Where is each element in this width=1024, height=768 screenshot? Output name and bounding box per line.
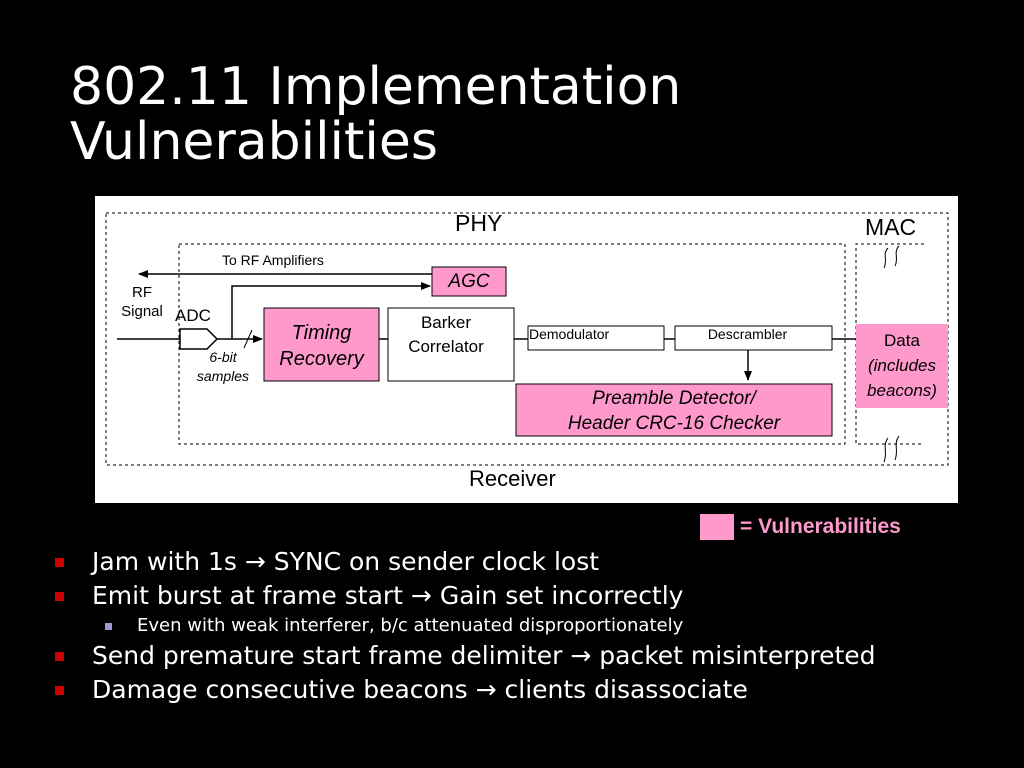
- bullet-marker: [55, 558, 64, 567]
- agc-block: [431, 266, 507, 297]
- agc-label: AGC: [448, 271, 490, 292]
- descrambler-label: Descrambler: [707, 326, 788, 342]
- bullet-item: Damage consecutive beacons → clients dis…: [55, 673, 1015, 707]
- data-label: Data (includes beacons): [867, 331, 937, 400]
- barker-correlator-label: Barker Correlator: [408, 313, 484, 356]
- bullet-item: Jam with 1s → SYNC on sender clock lost: [55, 545, 1015, 579]
- barker-correlator-block: [387, 307, 515, 382]
- agc-tap-line: [231, 282, 431, 339]
- legend-swatch: [700, 514, 734, 540]
- phy-label: PHY: [455, 210, 503, 236]
- to-rf-amplifiers-label: To RF Amplifiers: [222, 252, 324, 268]
- phy-boundary: [178, 243, 846, 445]
- bullet-marker: [55, 592, 64, 601]
- bullet-marker: [55, 652, 64, 661]
- data-block: [856, 324, 948, 408]
- demodulator-block: [527, 325, 665, 351]
- adc-label: ADC: [175, 306, 211, 325]
- sixbit-samples-label: 6-bit samples: [196, 349, 250, 384]
- page-title: 802.11 Implementation Vulnerabilities: [70, 60, 970, 170]
- bullet-list: Jam with 1s → SYNC on sender clock lost …: [55, 545, 1015, 707]
- bullet-item: Send premature start frame delimiter → p…: [55, 639, 1015, 673]
- bullet-marker: [55, 686, 64, 695]
- mac-break-top: [883, 245, 900, 269]
- timing-recovery-label: Timing Recovery: [279, 322, 364, 370]
- legend-text: = Vulnerabilities: [740, 515, 901, 538]
- sub-bullet-marker: [105, 623, 112, 630]
- timing-recovery-block: [263, 307, 380, 382]
- bus-slash: [243, 329, 253, 349]
- title-line-2: Vulnerabilities: [70, 112, 438, 172]
- receiver-label: Receiver: [469, 466, 556, 491]
- preamble-detector-block: [515, 383, 833, 437]
- bullet-item: Emit burst at frame start → Gain set inc…: [55, 579, 1015, 613]
- mac-break-bottom: [883, 435, 900, 463]
- demodulator-label: Demodulator: [529, 326, 610, 342]
- title-line-1: 802.11 Implementation: [70, 57, 682, 117]
- preamble-detector-label: Preamble Detector/ Header CRC-16 Checker: [567, 388, 781, 434]
- rf-label: RF Signal: [121, 284, 163, 320]
- receiver-diagram: PHY MAC Receiver To RF Amplifiers RF Sig…: [95, 196, 958, 503]
- descrambler-block: [674, 325, 833, 351]
- mac-label: MAC: [865, 214, 917, 240]
- sub-bullet-item: Even with weak interferer, b/c attenuate…: [55, 613, 1015, 639]
- adc-block: [179, 328, 219, 350]
